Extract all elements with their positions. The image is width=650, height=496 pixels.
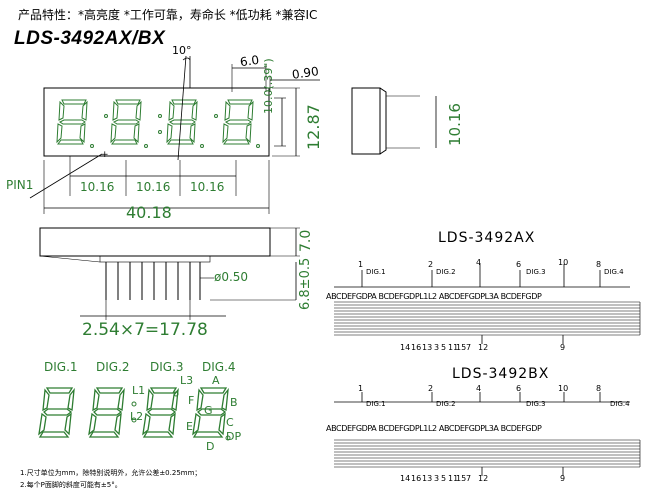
circuit-ax — [334, 264, 641, 344]
seg-d-label: D — [206, 440, 215, 453]
pin-span-label: 2.54×7=17.78 — [82, 320, 208, 340]
segment-digit-1 — [38, 387, 75, 438]
bx-dig1: DIG.1 — [366, 400, 386, 408]
ax-pin-2: 2 — [428, 260, 434, 269]
ax-pin-4: 4 — [476, 258, 482, 267]
circuit-bx-title: LDS-3492BX — [452, 366, 550, 382]
bx-pin-2: 2 — [428, 384, 434, 393]
ax-segments: ABCDEFGDPA BCDEFGDPL1L2 ABCDEFGDPL3A BCD… — [326, 292, 542, 301]
ax-bottom-15: 15 — [456, 343, 467, 352]
ax-dig2: DIG.2 — [436, 268, 456, 276]
pin1-label: PIN1 — [6, 178, 34, 192]
bx-dig3: DIG.3 — [526, 400, 546, 408]
bx-pin-10: 10 — [558, 384, 569, 393]
bx-bottom-16: 16 — [411, 474, 422, 483]
seg-dig3-label: DIG.3 — [150, 360, 184, 374]
seg-dig1-label: DIG.1 — [44, 360, 78, 374]
bx-pin-8: 8 — [596, 384, 602, 393]
bx-pin-4: 4 — [476, 384, 482, 393]
side-height-label: 10.16 — [446, 103, 464, 146]
circuit-bx — [334, 392, 641, 476]
pin-diameter-label: ø0.50 — [214, 270, 249, 284]
ax-pin-10: 10 — [558, 258, 569, 267]
digit-height-label: 10.0(.39") — [262, 58, 275, 114]
bx-pin-6: 6 — [516, 384, 522, 393]
pitch-3-label: 10.16 — [190, 180, 225, 194]
seg-f-label: F — [188, 394, 195, 407]
model-title: LDS-3492AX/BX — [14, 28, 166, 49]
bx-bottom-11: 11 — [448, 474, 459, 483]
seg-dig2-label: DIG.2 — [96, 360, 130, 374]
bottom-view — [39, 227, 300, 320]
bx-segments: ABCDEFGDPA BCDEFGDPL1L2 ABCDEFGDPL3A BCD… — [326, 424, 542, 433]
features-text: 产品特性：*高亮度 *工作可靠，寿命长 *低功耗 *兼容IC — [18, 8, 318, 22]
ax-pin-1: 1 — [358, 260, 364, 269]
ax-bottom-3: 3 — [434, 343, 440, 352]
bx-bottom-13: 13 — [422, 474, 433, 483]
note-2: 2.每个P面脚的斜度可能有±5°。 — [20, 481, 122, 489]
pin-length-label: 6.8±0.5 — [298, 257, 313, 310]
bx-bottom-5: 5 — [441, 474, 447, 483]
seg-l3-label: L3 — [180, 374, 194, 387]
segment-digit-2 — [88, 387, 125, 438]
digit-2-outline — [110, 99, 142, 145]
ax-dig3: DIG.3 — [526, 268, 546, 276]
seg-dp-label: DP — [226, 430, 242, 443]
ax-bottom-13: 13 — [422, 343, 433, 352]
svg-text:+: + — [101, 150, 109, 160]
circuit-ax-title: LDS-3492AX — [438, 230, 536, 246]
digit-1-outline — [56, 99, 88, 145]
ax-bottom-14: 14 — [400, 343, 411, 352]
total-height-label: 12.87 — [304, 104, 323, 150]
seg-c-label: C — [226, 416, 234, 429]
segment-view — [38, 387, 231, 441]
seg-e-label: E — [186, 420, 193, 433]
bx-bottom-9: 9 — [560, 474, 566, 483]
ax-bottom-11: 11 — [448, 343, 459, 352]
note-1: 1.尺寸单位为mm，除特别说明外，允许公差±0.25mm； — [20, 469, 202, 477]
ax-pin-8: 8 — [596, 260, 602, 269]
ax-bottom-16: 16 — [411, 343, 422, 352]
ax-bottom-12: 12 — [478, 343, 489, 352]
side-view — [351, 87, 437, 155]
bx-bottom-3: 3 — [434, 474, 440, 483]
seg-dig4-label: DIG.4 — [202, 360, 236, 374]
front-view: + — [29, 87, 270, 199]
ax-dig1: DIG.1 — [366, 268, 386, 276]
ax-dig4: DIG.4 — [604, 268, 624, 276]
ax-bottom-7: 7 — [466, 343, 472, 352]
top-width-label: 6.0 — [239, 52, 260, 70]
bx-dig4: DIG.4 — [610, 400, 630, 408]
seg-l1-label: L1 — [132, 384, 146, 397]
ax-bottom-9: 9 — [560, 343, 566, 352]
bx-bottom-14: 14 — [400, 474, 411, 483]
seg-a-label: A — [212, 374, 220, 387]
ax-pin-6: 6 — [516, 260, 522, 269]
bx-bottom-7: 7 — [466, 474, 472, 483]
body-depth-label: 7.0 — [298, 229, 314, 252]
bx-pin-1: 1 — [358, 384, 364, 393]
seg-g-label: G — [204, 404, 213, 417]
bx-dig2: DIG.2 — [436, 400, 456, 408]
seg-b-label: B — [230, 396, 238, 409]
ax-bottom-5: 5 — [441, 343, 447, 352]
pitch-1-label: 10.16 — [80, 180, 115, 194]
segment-digit-3 — [142, 387, 179, 438]
angle-label: 10° — [172, 44, 192, 57]
seg-l2-label: L2 — [130, 410, 144, 423]
bx-bottom-15: 15 — [456, 474, 467, 483]
total-width-label: 40.18 — [126, 203, 172, 222]
bx-bottom-12: 12 — [478, 474, 489, 483]
pitch-2-label: 10.16 — [136, 180, 171, 194]
digit-4-outline — [222, 99, 254, 145]
